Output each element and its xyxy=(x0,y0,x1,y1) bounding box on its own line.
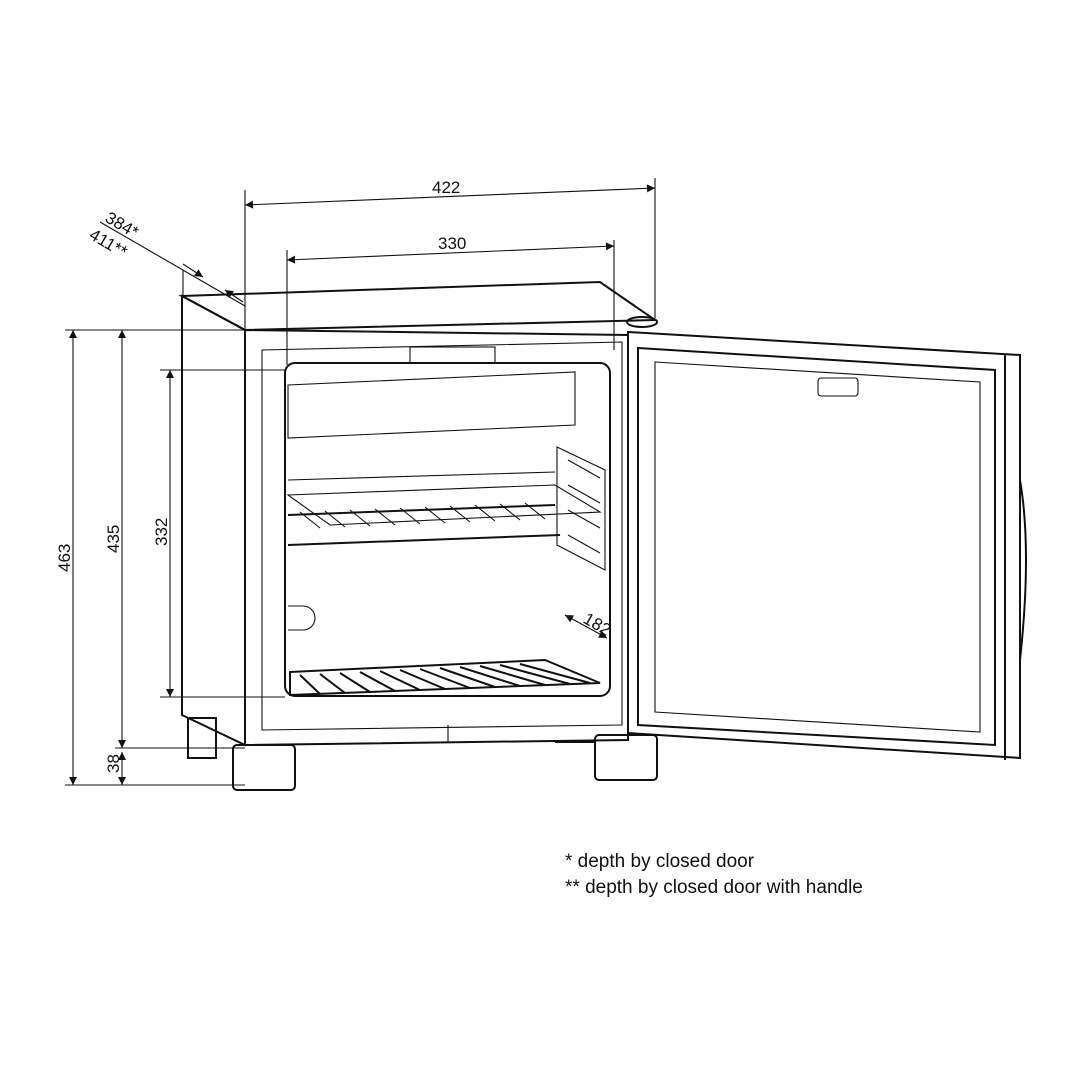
dim-line-330 xyxy=(286,242,615,264)
label-463: 463 xyxy=(55,544,74,572)
feet xyxy=(187,717,658,791)
top-latch xyxy=(409,346,496,364)
footnote-depth-closed-door: * depth by closed door xyxy=(565,851,755,872)
door-handle-recess xyxy=(817,377,859,397)
door-handle xyxy=(1019,479,1027,661)
inner-cavity xyxy=(284,362,611,697)
cabinet-body xyxy=(178,280,659,791)
hinge xyxy=(626,316,658,328)
bottom-grille xyxy=(289,658,601,697)
dim-line-depth xyxy=(99,221,246,307)
wire-shelf xyxy=(286,484,602,546)
footnote-depth-with-handle: ** depth by closed door with handle xyxy=(565,877,863,898)
dim-line-422 xyxy=(244,184,656,209)
freezer-compartment xyxy=(287,371,576,439)
label-422: 422 xyxy=(432,178,460,197)
label-330: 330 xyxy=(438,234,466,253)
shelf-rails xyxy=(556,446,606,571)
front-left-foot xyxy=(232,744,296,791)
label-435: 435 xyxy=(104,525,123,553)
dimension-lines xyxy=(65,178,656,786)
label-38: 38 xyxy=(104,754,123,773)
label-182: 182 xyxy=(580,609,614,640)
dimension-labels: 422 330 463 435 332 38 384* 411** 182 xyxy=(55,178,614,773)
cabinet-front-frame xyxy=(244,328,629,747)
open-door xyxy=(627,330,1027,760)
cabinet-left-side xyxy=(181,294,246,747)
front-right-foot xyxy=(594,734,658,781)
dim-line-182 xyxy=(564,614,608,639)
label-332: 332 xyxy=(152,518,171,546)
cabinet-top xyxy=(178,280,659,332)
cavity-bulge xyxy=(288,605,316,631)
